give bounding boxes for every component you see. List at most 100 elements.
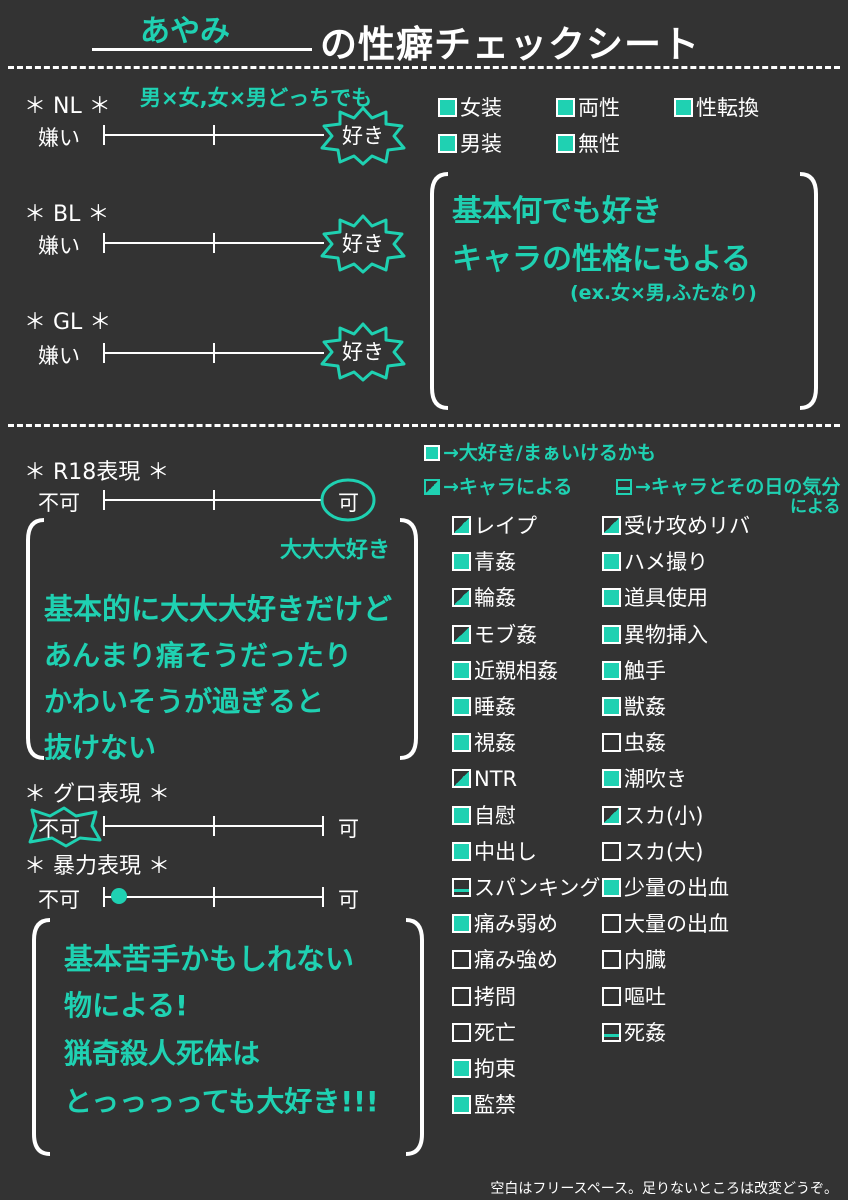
check-right-item[interactable]: ハメ撮り <box>602 549 708 575</box>
check-left-label: 痛み弱め <box>474 912 558 937</box>
check-right-item[interactable]: 獣姦 <box>602 694 666 720</box>
check-left-label: 自慰 <box>474 803 516 828</box>
check-right-item[interactable]: 受け攻めリバ <box>602 513 750 539</box>
check-left-item[interactable]: 輪姦 <box>452 585 516 611</box>
check-left-item[interactable]: 拘束 <box>452 1056 516 1082</box>
check-left-item[interactable]: 痛み弱め <box>452 911 558 937</box>
bl-like-burst: 好き <box>320 214 406 274</box>
check-left-item[interactable]: 睡姦 <box>452 694 516 720</box>
gl-tick-start <box>103 343 105 363</box>
check-left-item[interactable]: 自慰 <box>452 803 516 829</box>
checkbox-half-icon <box>602 805 621 825</box>
check-left-item[interactable]: 拷問 <box>452 984 516 1010</box>
checkbox-full-icon <box>452 733 471 753</box>
check-left-label: 近親相姦 <box>474 658 558 683</box>
check-left-label: 輪姦 <box>474 586 516 611</box>
bl-right-label: 好き <box>342 232 384 256</box>
checkbox-empty-icon <box>452 1022 471 1042</box>
checkbox-empty-icon <box>452 950 471 970</box>
check-right-item[interactable]: 触手 <box>602 658 666 684</box>
check-dansou[interactable]: 男装 <box>438 131 502 157</box>
title-name: あやみ <box>140 14 230 49</box>
checkbox-half-icon <box>602 516 621 535</box>
check-right-item[interactable]: 虫姦 <box>602 730 666 756</box>
check-right-item[interactable]: 死姦 <box>602 1020 666 1046</box>
check-left-item[interactable]: 青姦 <box>452 549 516 575</box>
check-right-item[interactable]: 異物挿入 <box>602 622 708 648</box>
checkbox-full-icon <box>452 660 471 680</box>
checkbox-full-icon <box>438 98 457 117</box>
legend-full: →大好き/まぁいけるかも <box>424 438 656 465</box>
violence-tick-end <box>322 887 324 907</box>
check-left-label: スパンキング <box>474 876 601 900</box>
r18-right-label: 可 <box>338 491 359 515</box>
bl-tick-start <box>103 233 105 253</box>
checkbox-half-icon <box>452 624 471 644</box>
check-left-item[interactable]: レイプ <box>452 513 537 539</box>
bl-tick-mid <box>213 233 215 253</box>
checkbox-half-icon <box>452 588 471 608</box>
check-musei[interactable]: 無性 <box>556 131 620 157</box>
check-right-label: 少量の出血 <box>624 876 729 900</box>
check-left-item[interactable]: 近親相姦 <box>452 658 558 684</box>
gl-left-label: 嫌い <box>38 344 80 368</box>
check-left-item[interactable]: 視姦 <box>452 730 516 756</box>
check-right-item[interactable]: スカ(小) <box>602 803 703 829</box>
check-right-item[interactable]: 嘔吐 <box>602 984 666 1010</box>
check-left-label: 青姦 <box>474 550 516 575</box>
r18-emphasis: 大大大好き <box>280 538 391 563</box>
checkbox-empty-icon <box>602 986 621 1006</box>
gender-note-line1: 基本何でも好き <box>452 194 662 229</box>
check-left-label: 痛み強め <box>474 948 558 973</box>
check-left-label: 死亡 <box>474 1020 516 1045</box>
checkbox-empty-icon <box>602 914 621 934</box>
nl-tick-mid <box>213 125 215 145</box>
title-underline <box>92 48 312 51</box>
check-left-item[interactable]: スパンキング <box>452 875 600 901</box>
checkbox-full-icon <box>674 98 693 117</box>
check-left-item[interactable]: 中出し <box>452 839 537 865</box>
check-left-item[interactable]: モブ姦 <box>452 622 537 648</box>
checkbox-full-icon <box>452 841 471 861</box>
gl-right-label: 好き <box>342 340 384 364</box>
r18-ok-circle <box>320 478 376 522</box>
check-right-label: 異物挿入 <box>624 622 708 647</box>
check-right-item[interactable]: 少量の出血 <box>602 875 729 901</box>
checkbox-full-icon <box>602 878 621 897</box>
checkbox-empty-icon <box>602 950 621 970</box>
check-right-label: 受け攻めリバ <box>624 514 750 538</box>
check-right-label: スカ(大) <box>624 839 704 864</box>
check-left-label: 拘束 <box>474 1057 516 1081</box>
check-right-label: 嘔吐 <box>624 984 666 1009</box>
divider-middle <box>8 424 840 427</box>
check-right-label: 大量の出血 <box>624 912 729 937</box>
check-right-item[interactable]: 道具使用 <box>602 585 708 611</box>
check-ryousei[interactable]: 両性 <box>556 95 620 121</box>
check-right-item[interactable]: 大量の出血 <box>602 911 729 937</box>
violence-heading: ＊ 暴力表現 ＊ <box>24 854 170 879</box>
violence-note-line1: 基本苦手かもしれない <box>64 942 355 976</box>
check-left-item[interactable]: 死亡 <box>452 1020 516 1046</box>
check-left-item[interactable]: 痛み強め <box>452 947 558 973</box>
checkbox-empty-icon <box>452 986 471 1006</box>
checkbox-line-icon <box>602 1022 621 1042</box>
check-seitenkan[interactable]: 性転換 <box>674 95 759 121</box>
check-left-label: レイプ <box>474 514 537 538</box>
r18-note-line3: かわいそうが過ぎると <box>44 685 325 718</box>
gore-tick-end <box>322 816 324 836</box>
nl-note: 男×女,女×男どっちでも <box>140 86 373 110</box>
check-josou[interactable]: 女装 <box>438 95 502 121</box>
nl-right-label: 好き <box>342 124 384 148</box>
checkbox-line-icon <box>452 878 471 897</box>
checkbox-empty-icon <box>602 841 621 861</box>
r18-note-line1: 基本的に大大大好きだけど <box>44 592 393 626</box>
r18-left-label: 不可 <box>38 491 80 515</box>
violence-note-line2: 物による! <box>64 989 188 1022</box>
check-right-label: 虫姦 <box>624 731 666 756</box>
check-left-item[interactable]: NTR <box>452 766 517 792</box>
check-right-item[interactable]: 内臓 <box>602 947 666 973</box>
check-left-item[interactable]: 監禁 <box>452 1092 516 1118</box>
violence-note-line4: とっっっっても大好き!!! <box>64 1085 379 1118</box>
check-right-item[interactable]: 潮吹き <box>602 766 687 792</box>
check-right-item[interactable]: スカ(大) <box>602 839 703 865</box>
